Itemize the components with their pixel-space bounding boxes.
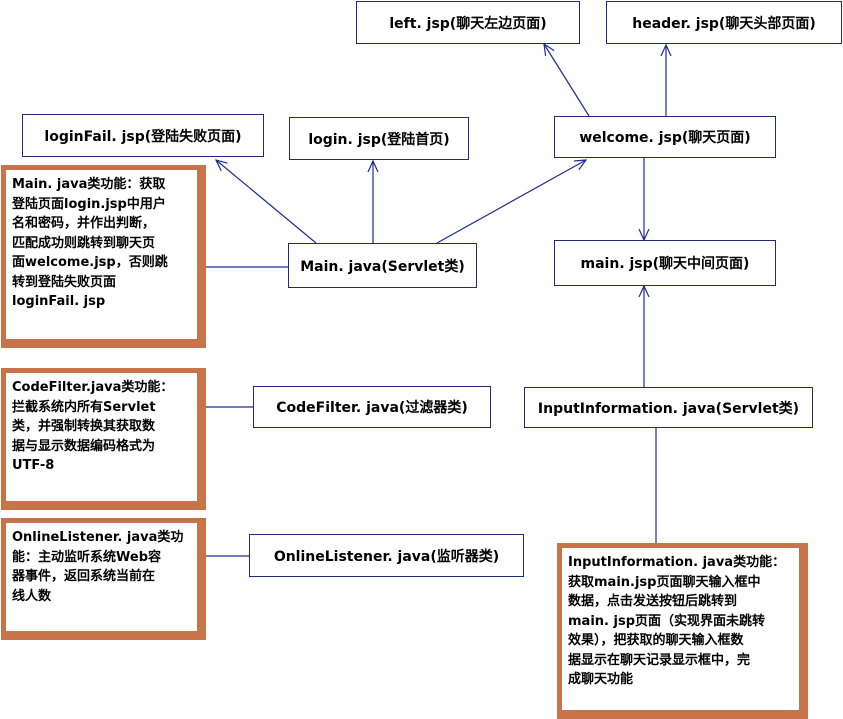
note-line: 器事件，返回系统当前在 [12,569,156,584]
note-line: 名和密码，并作出判断， [12,216,156,231]
node-login-jsp: login. jsp(登陆首页) [289,117,469,160]
node-main-java: Main. java(Servlet类) [288,243,477,288]
note-fold-icon [197,368,206,377]
arrow-main-to-welcome [436,160,586,244]
note-main-java: Main. java类功能：获取 登陆页面login.jsp中用户 名和密码，并… [1,165,206,348]
node-welcome-jsp: welcome. jsp(聊天页面) [554,116,776,158]
note-line: 数据，点击发送按钮后跳转到 [568,594,738,609]
note-line: 成聊天功能 [568,672,634,687]
note-line: 据显示在聊天记录显示框中，完 [568,652,751,668]
node-inputinfo-java-label: InputInformation. java(Servlet类) [537,400,800,417]
node-onlinelistener-java-label: OnlineListener. java(监听器类) [273,548,500,565]
note-inputinfo-java: InputInformation. java类功能： 获取main.jsp页面聊… [557,543,808,719]
note-line: 拦截系统内所有Servlet [12,399,156,415]
note-line: 效果），把获取的聊天输入框数 [568,633,744,648]
note-line: 线人数 [12,588,52,604]
node-main-jsp: main. jsp(聊天中间页面) [554,240,776,286]
note-line: Main. java类功能：获取 [12,177,166,192]
note-line: 转到登陆失败页面 [12,274,117,290]
node-loginfail-jsp: loginFail. jsp(登陆失败页面) [22,114,264,157]
node-main-jsp-label: main. jsp(聊天中间页面) [580,256,750,272]
node-left-jsp: left. jsp(聊天左边页面) [356,1,580,44]
note-line: 获取main.jsp页面聊天输入框中 [568,574,761,590]
node-codefilter-java-label: CodeFilter. java(过滤器类) [276,400,468,416]
note-line: UTF-8 [12,458,55,473]
note-line: main. jsp页面（实现界面未跳转 [568,613,765,629]
arrow-welcome-to-left [544,44,590,117]
node-header-jsp-label: header. jsp(聊天头部页面) [632,15,816,32]
node-inputinfo-java: InputInformation. java(Servlet类) [524,387,813,428]
note-fold-icon [197,165,206,174]
note-line: loginFail. jsp [12,294,106,309]
note-line: OnlineListener. java类功 [12,530,184,545]
node-login-jsp-label: login. jsp(登陆首页) [308,131,450,148]
note-line: 匹配成功则跳转到聊天页 [12,235,156,251]
note-codefilter-java: CodeFilter.java类功能： 拦截系统内所有Servlet 类，并强制… [1,368,206,510]
node-main-java-label: Main. java(Servlet类) [300,258,465,275]
note-onlinelistener-java: OnlineListener. java类功 能：主动监听系统Web容 器事件，… [1,518,206,640]
node-loginfail-jsp-label: loginFail. jsp(登陆失败页面) [44,128,242,145]
note-line: CodeFilter.java类功能： [12,380,174,395]
note-line: 登陆页面login.jsp中用户 [12,196,166,212]
note-line: 类，并强制转换其获取数 [12,419,156,434]
node-welcome-jsp-label: welcome. jsp(聊天页面) [579,130,751,146]
node-codefilter-java: CodeFilter. java(过滤器类) [253,386,491,428]
node-header-jsp: header. jsp(聊天头部页面) [606,1,842,44]
note-fold-icon [197,518,206,527]
note-line: 据与显示数据编码格式为 [12,438,156,454]
note-line: InputInformation. java类功能： [568,555,786,570]
note-fold-icon [799,543,808,552]
note-line: 面welcome.jsp，否则跳 [12,255,168,270]
note-line: 能：主动监听系统Web容 [12,549,161,565]
node-onlinelistener-java: OnlineListener. java(监听器类) [249,534,524,577]
node-left-jsp-label: left. jsp(聊天左边页面) [389,15,547,32]
arrow-main-to-loginfail [216,160,317,244]
